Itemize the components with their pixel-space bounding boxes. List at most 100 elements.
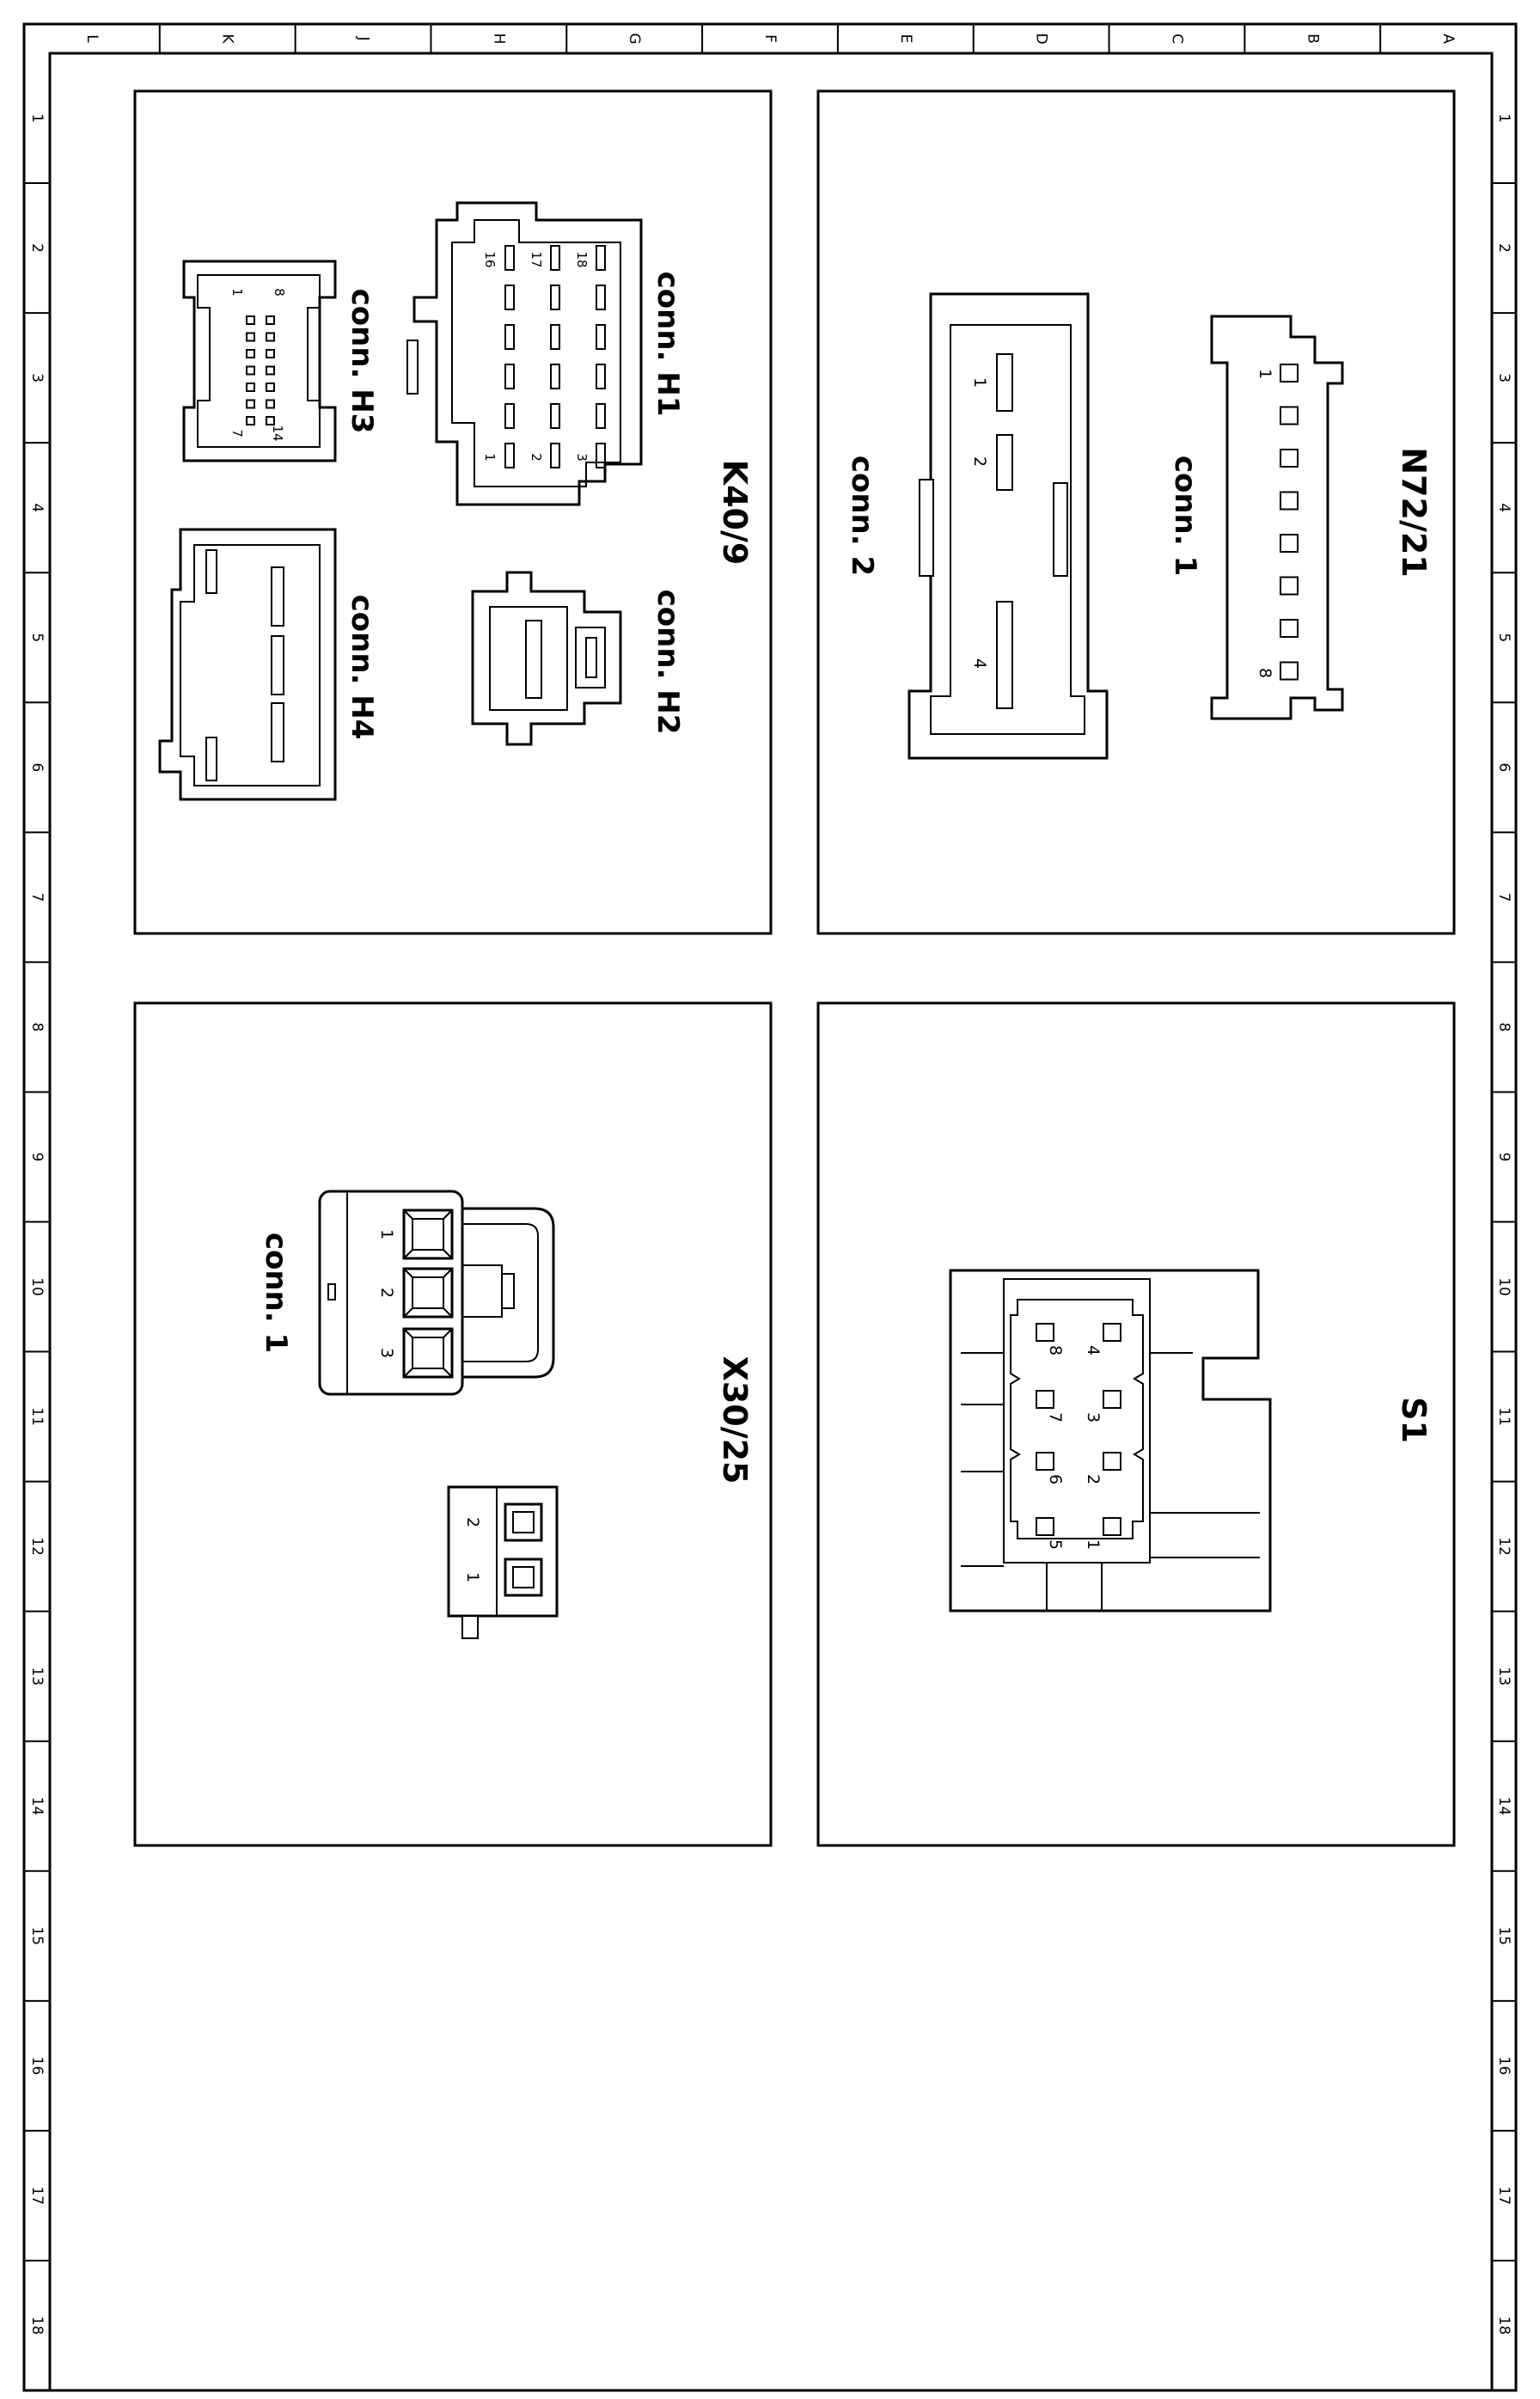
column-label: K <box>219 34 236 44</box>
x30-conn1-contact-3 <box>402 1327 454 1379</box>
row-label: 3 <box>1495 373 1512 382</box>
h3-pin-14: 14 <box>270 425 285 441</box>
x30-conn1-label: conn. 1 <box>259 1233 293 1353</box>
h1-pin-17: 17 <box>529 251 544 267</box>
h3-contact <box>266 332 275 342</box>
row-label: 2 <box>1495 243 1512 253</box>
panel-s1 <box>816 1001 1456 1847</box>
x30-conn2-housing: 2 1 <box>447 1485 559 1639</box>
n72-conn1-cavity <box>1280 406 1299 425</box>
h1-pin-16: 16 <box>482 251 498 267</box>
h1-contact <box>596 245 606 271</box>
row-label: 18 <box>1495 2316 1512 2335</box>
h1-pin-3: 3 <box>574 453 590 462</box>
column-label: B <box>1304 34 1321 44</box>
h3-contact <box>246 332 255 342</box>
row-label: 6 <box>28 762 46 772</box>
n72-conn1-cavity <box>1280 619 1299 638</box>
h1-contact <box>504 324 515 350</box>
row-label: 10 <box>1495 1277 1512 1296</box>
row-label: 9 <box>1495 1153 1512 1162</box>
h3-contact <box>246 416 255 425</box>
k40-conn-h1-housing: 16 17 18 1 2 3 <box>406 201 643 506</box>
n72-conn2-label: conn. 2 <box>845 456 879 576</box>
row-label: 14 <box>28 1796 46 1815</box>
column-label: E <box>897 34 914 44</box>
x30-conn1-pin-3: 3 <box>377 1348 396 1358</box>
row-label: 5 <box>1495 633 1512 642</box>
h1-contact <box>550 443 560 468</box>
h3-contact <box>266 382 275 392</box>
k40-conn-h1-label: conn. H1 <box>651 272 685 417</box>
s1-pin-6: 6 <box>1046 1474 1065 1484</box>
x30-conn1-contact-1 <box>402 1209 454 1260</box>
h1-pin-2: 2 <box>529 453 544 462</box>
h3-contact <box>266 416 275 425</box>
h1-contact <box>596 364 606 389</box>
column-label: F <box>761 34 779 43</box>
h3-pin-1: 1 <box>229 288 245 297</box>
h3-pin-8: 8 <box>272 288 287 297</box>
h1-contact <box>550 324 560 350</box>
s1-switch-housing: 4 8 3 7 2 6 1 5 <box>949 1269 1272 1613</box>
n72-conn1-cavity <box>1280 534 1299 553</box>
n72-conn1-label: conn. 1 <box>1168 456 1202 576</box>
s1-contact <box>1103 1452 1121 1471</box>
row-label: 7 <box>1495 892 1512 902</box>
h1-contact <box>550 403 560 429</box>
row-label: 12 <box>28 1537 46 1556</box>
h3-contact <box>246 399 255 409</box>
row-label: 5 <box>28 633 46 642</box>
k40-conn-h4-label: conn. H4 <box>345 595 379 740</box>
row-label: 15 <box>28 1926 46 1945</box>
column-label: D <box>1033 33 1050 44</box>
column-dividers <box>158 24 1382 53</box>
k40-h1-contacts <box>504 245 606 468</box>
row-label: 4 <box>28 503 46 512</box>
row-label: 8 <box>1495 1023 1512 1032</box>
row-label: 16 <box>28 2057 46 2076</box>
h3-contact <box>246 349 255 358</box>
s1-contact <box>1036 1390 1054 1409</box>
column-label: J <box>355 35 372 40</box>
h1-contact <box>596 403 606 429</box>
row-label: 11 <box>28 1407 46 1426</box>
x30-conn1-contact-2 <box>402 1267 454 1319</box>
h3-contact <box>246 382 255 392</box>
row-label: 14 <box>1495 1796 1512 1815</box>
column-label: A <box>1439 34 1457 44</box>
h4-contact-1 <box>271 566 284 627</box>
panel-title-s1: S1 <box>1395 1397 1433 1443</box>
column-label: G <box>626 33 643 44</box>
column-label: L <box>83 34 101 43</box>
s1-pin-7: 7 <box>1046 1412 1065 1423</box>
k40-h3-contacts <box>246 315 275 425</box>
h4-contact-3 <box>271 702 284 762</box>
s1-pin-1: 1 <box>1084 1539 1103 1550</box>
h3-contact <box>266 349 275 358</box>
n72-conn2-contact-2 <box>996 434 1013 491</box>
n72-conn1-cavity <box>1280 364 1299 382</box>
h3-contact <box>246 315 255 325</box>
row-label: 1 <box>28 113 46 123</box>
row-label: 2 <box>28 243 46 253</box>
row-label: 1 <box>1495 113 1512 123</box>
panel-x30-25 <box>133 1001 773 1847</box>
column-label: C <box>1168 34 1185 44</box>
s1-contact <box>1036 1517 1054 1536</box>
panel-title-k40-9: K40/9 <box>716 460 754 566</box>
panel-title-x30-25: X30/25 <box>716 1356 754 1484</box>
s1-contact <box>1036 1323 1054 1342</box>
h3-contact <box>246 365 255 376</box>
s1-pin-8: 8 <box>1046 1345 1065 1356</box>
row-label: 17 <box>1495 2187 1512 2206</box>
row-label: 9 <box>28 1153 46 1162</box>
h3-contact <box>266 399 275 409</box>
x30-conn1-pin-1: 1 <box>377 1229 396 1239</box>
h3-pin-7: 7 <box>229 429 245 438</box>
row-label: 3 <box>28 373 46 382</box>
k40-conn-h3-label: conn. H3 <box>345 289 379 434</box>
row-label: 7 <box>28 892 46 902</box>
h1-contact <box>504 403 515 429</box>
